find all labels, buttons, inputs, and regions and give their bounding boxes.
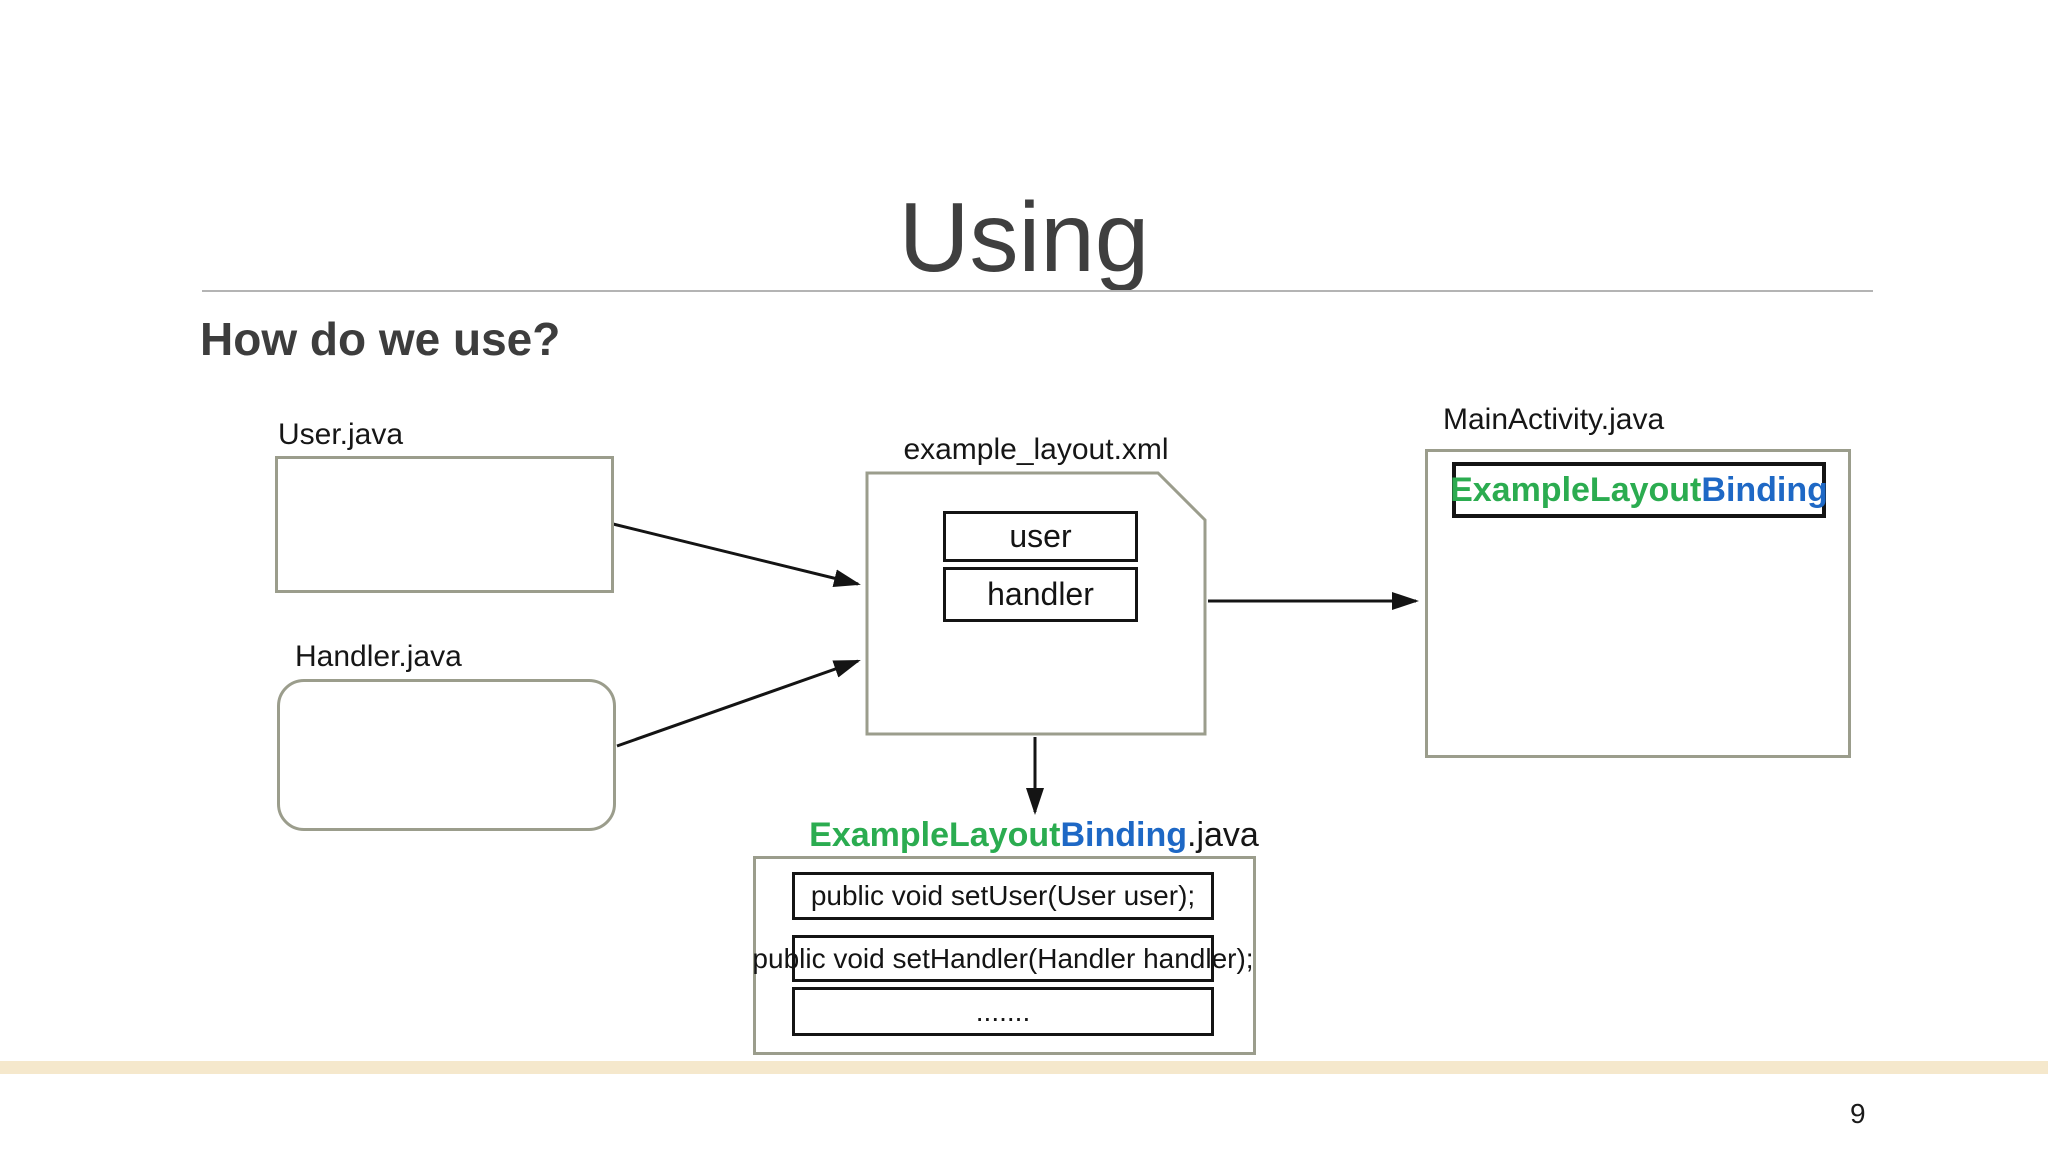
arrow-handler-to-layout [616,659,861,748]
handler-java-label: Handler.java [295,640,462,673]
method-set-handler-box: public void setHandler(Handler handler); [752,935,1254,982]
xml-variable-handler-box: handler [943,567,1138,622]
method-ellipsis-box: ....... [792,987,1214,1036]
arrow-user-to-layout [612,522,861,588]
slide-title: Using [898,182,1150,292]
xml-variable-user-box: user [943,511,1138,562]
page-number: 9 [1850,1098,1866,1129]
footer-accent-stripe [0,1061,2048,1074]
user-java-box [275,456,614,593]
binding-name-green: ExampleLayout [1450,470,1702,509]
binding-label-green: ExampleLayout [809,816,1061,854]
title-divider [202,290,1873,292]
binding-name-blue: Binding [1701,470,1828,509]
binding-java-label: ExampleLayoutBinding.java [753,816,1315,855]
handler-java-box [277,679,616,831]
binding-label-blue: Binding [1060,816,1187,854]
slide-heading: How do we use? [200,313,561,365]
binding-label-suffix: .java [1187,816,1259,854]
example-layout-xml-label: example_layout.xml [903,433,1169,466]
method-set-user-box: public void setUser(User user); [792,872,1214,920]
main-activity-label: MainActivity.java [1443,403,1665,436]
user-java-label: User.java [278,418,404,451]
